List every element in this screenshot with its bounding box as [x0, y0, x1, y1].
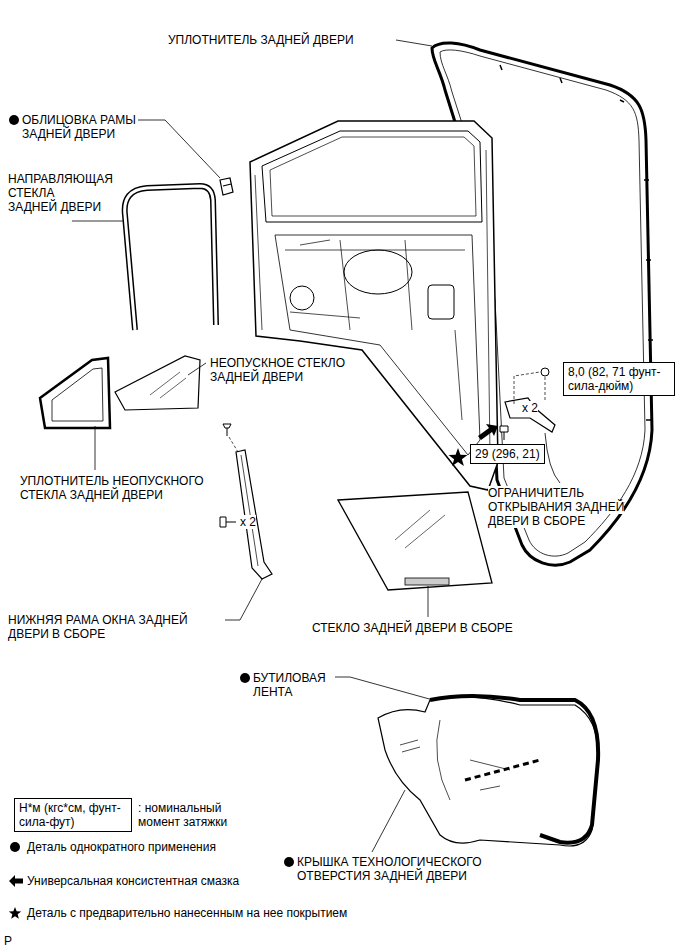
- door-panel: [250, 121, 498, 490]
- part-name: УПЛОТНИТЕЛЬ НЕОПУСКНОГО СТЕКЛА ЗАДНЕЙ ДВ…: [20, 474, 235, 502]
- part-name: КРЫШКА ТЕХНОЛОГИЧЕСКОГО ОТВЕРСТИЯ ЗАДНЕЙ…: [297, 855, 497, 883]
- legend-text: Деталь однократного применения: [27, 840, 216, 854]
- grease-arrow: [478, 424, 498, 440]
- label-text: СТЕКЛО ЗАДНЕЙ ДВЕРИ В СБОРЕ: [312, 621, 513, 635]
- single-use-dot: [10, 842, 20, 852]
- part-name: УПЛОТНИТЕЛЬ ЗАДНЕЙ ДВЕРИ: [168, 33, 398, 47]
- glass-channel: [405, 578, 449, 585]
- label-text: НИЖНЯЯ РАМА ОКНА ЗАДНЕЙ ДВЕРИ В СБОРЕ: [8, 613, 188, 641]
- dashed-guide: [514, 372, 545, 404]
- torque-value: 29 (296, 21): [475, 447, 540, 461]
- label-text: НЕОПУСКНОЕ СТЕКЛО ЗАДНЕЙ ДВЕРИ: [210, 356, 345, 384]
- part-name: НИЖНЯЯ РАМА ОКНА ЗАДНЕЙ ДВЕРИ В СБОРЕ: [8, 613, 223, 641]
- quarter-glass-seal-inner: [52, 368, 103, 421]
- leader-line: [72, 40, 560, 852]
- part-name: СТЕКЛО ЗАДНЕЙ ДВЕРИ В СБОРЕ: [312, 621, 562, 635]
- service-hole: [290, 286, 314, 310]
- legend-entry: Деталь с предварительно нанесенным на не…: [8, 906, 347, 920]
- single-use-dot: [284, 857, 294, 867]
- label-text: УПЛОТНИТЕЛЬ ЗАДНЕЙ ДВЕРИ: [168, 33, 354, 47]
- part-drawings: [9, 40, 653, 867]
- door-window-frame: [262, 131, 482, 222]
- glass-run-inner: [125, 186, 216, 330]
- precoated-star: [9, 907, 21, 919]
- quarter-glass: [115, 356, 200, 410]
- cover-detail: [400, 720, 510, 800]
- service-hole: [344, 250, 412, 294]
- single-use-dot: [9, 115, 19, 125]
- quarter-glass-glint: [150, 372, 186, 398]
- legend-entry: : номинальный момент затяжки: [138, 801, 248, 829]
- label-text: x 2: [522, 401, 538, 415]
- torque-value: 8,0 (82, 71 фунт-сила-дюйм): [568, 365, 670, 393]
- weatherstrip-clips: [475, 65, 653, 503]
- label-text: БУТИЛОВАЯ ЛЕНТА: [253, 671, 326, 699]
- lower-window-frame-channel: [241, 455, 258, 566]
- label-text: НАПРАВЛЯЮЩАЯ СТЕКЛА ЗАДНЕЙ ДВЕРИ: [8, 172, 113, 214]
- cover-slit: [465, 760, 540, 780]
- frame-garnish-clip: [220, 178, 233, 195]
- legend-text: Деталь с предварительно нанесенным на не…: [27, 906, 347, 920]
- legend-entry: Универсальная консистентная смазка: [8, 874, 239, 888]
- single-use-dot: [240, 673, 250, 683]
- door-inner-panel: [275, 235, 480, 455]
- legend-text: Универсальная консистентная смазка: [27, 874, 239, 888]
- service-hole: [428, 285, 454, 319]
- screw: [223, 424, 231, 436]
- torque-spec-box: 8,0 (82, 71 фунт-сила-дюйм): [563, 362, 675, 396]
- precoated-star: [449, 448, 468, 466]
- quantity: x 2: [240, 515, 280, 529]
- legend-symbol: [8, 906, 24, 920]
- label-text: УПЛОТНИТЕЛЬ НЕОПУСКНОГО СТЕКЛА ЗАДНЕЙ ДВ…: [20, 474, 204, 502]
- part-name: ОГРАНИЧИТЕЛЬ ОТКРЫВАНИЯ ЗАДНЕЙ ДВЕРИ В С…: [488, 486, 656, 528]
- label-text: x 2: [240, 515, 256, 529]
- legend-text: : номинальный момент затяжки: [138, 801, 248, 829]
- bolt: [500, 426, 508, 440]
- part-name: БУТИЛОВАЯ ЛЕНТА: [253, 671, 353, 699]
- torque-value: Н*м (кгс*см, фунт-сила-фут): [19, 801, 127, 829]
- torque-spec-box: 29 (296, 21): [470, 444, 545, 464]
- butyl-tape: [430, 696, 598, 843]
- nut: [541, 368, 549, 376]
- part-name: ОБЛИЦОВКА РАМЫ ЗАДНЕЙ ДВЕРИ: [22, 113, 162, 141]
- part-name: НАПРАВЛЯЮЩАЯ СТЕКЛА ЗАДНЕЙ ДВЕРИ: [8, 172, 104, 214]
- label-text: P: [4, 934, 12, 948]
- door-edge-detail: [255, 150, 490, 455]
- label-text: ОГРАНИЧИТЕЛЬ ОТКРЫВАНИЯ ЗАДНЕЙ ДВЕРИ В С…: [488, 486, 624, 528]
- legend-symbol: [8, 840, 24, 854]
- legend-symbol: [8, 874, 24, 888]
- part-name: НЕОПУСКНОЕ СТЕКЛО ЗАДНЕЙ ДВЕРИ: [210, 356, 390, 384]
- label-text: ОБЛИЦОВКА РАМЫ ЗАДНЕЙ ДВЕРИ: [22, 113, 136, 141]
- door-check: [505, 398, 555, 432]
- quarter-glass-seal: [40, 358, 110, 428]
- label-text: КРЫШКА ТЕХНОЛОГИЧЕСКОГО ОТВЕРСТИЯ ЗАДНЕЙ…: [297, 855, 482, 883]
- legend-entry: Деталь однократного применения: [8, 840, 216, 854]
- legend-torque-box: Н*м (кгс*см, фунт-сила-фут): [14, 798, 132, 832]
- page-mark: P: [4, 934, 34, 948]
- glass-run: [125, 186, 216, 330]
- lower-window-frame: [236, 450, 272, 579]
- grease-arrow: [9, 875, 23, 887]
- dashed-guide: [229, 437, 238, 452]
- door-glass: [338, 492, 492, 590]
- quantity: x 2: [522, 401, 562, 415]
- door-window-frame-inner: [270, 137, 476, 216]
- door-glass-glint: [395, 510, 445, 548]
- bolt: [220, 517, 236, 527]
- service-hole-cover: [378, 697, 598, 846]
- door-reinforcement: [285, 240, 465, 420]
